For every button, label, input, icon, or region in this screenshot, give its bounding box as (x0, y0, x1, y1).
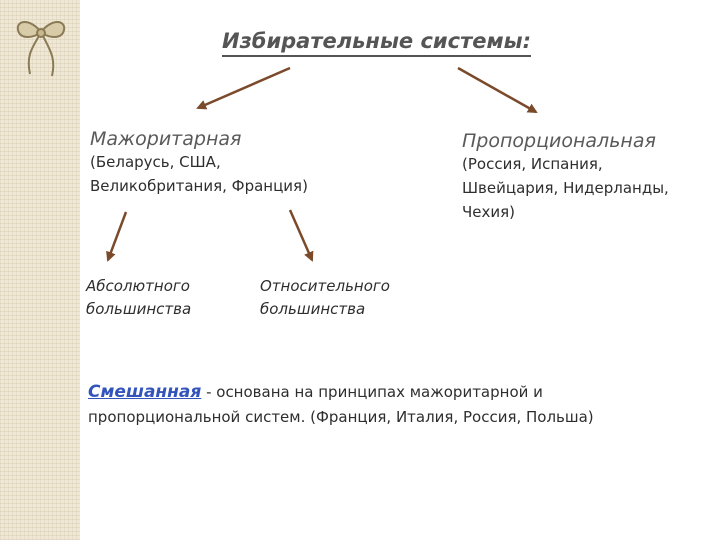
mixed-term: Смешанная (88, 382, 202, 402)
relative-line2: большинства (260, 300, 366, 318)
absolute-line2: большинства (86, 300, 192, 318)
mixed-text-line2: пропорциональной систем. (Франция, Итали… (88, 408, 594, 426)
majoritarian-countries-line1: (Беларусь, США, (90, 153, 221, 171)
absolute-line1: Абсолютного (86, 277, 190, 295)
arrow-to-proportional (457, 66, 538, 114)
absolute-majority-block: Абсолютного большинства (86, 275, 191, 321)
proportional-countries-line3: Чехия) (462, 203, 516, 221)
diagram-title: Избирательные системы: (222, 28, 532, 57)
majoritarian-countries-line2: Великобритания, Франция) (90, 177, 308, 195)
mixed-text-line1: - основана на принципах мажоритарной и (201, 383, 543, 401)
relative-line1: Относительного (260, 277, 390, 295)
arrow-to-absolute (106, 211, 128, 262)
proportional-countries-line2: Швейцария, Нидерланды, (462, 179, 669, 197)
mixed-system-paragraph: Смешанная - основана на принципах мажори… (88, 380, 688, 430)
decorative-side-strip (0, 0, 80, 540)
majoritarian-heading: Мажоритарная (90, 128, 242, 150)
proportional-block: Пропорциональная (Россия, Испания, Швейц… (462, 130, 669, 224)
relative-majority-block: Относительного большинства (260, 275, 390, 321)
arrow-to-majoritarian (196, 66, 291, 110)
majoritarian-block: Мажоритарная (Беларусь, США, Великобрита… (90, 128, 308, 198)
proportional-countries-line1: (Россия, Испания, (462, 155, 603, 173)
proportional-heading: Пропорциональная (462, 130, 656, 152)
arrow-to-relative (288, 209, 314, 262)
ribbon-bow-icon (16, 21, 66, 77)
